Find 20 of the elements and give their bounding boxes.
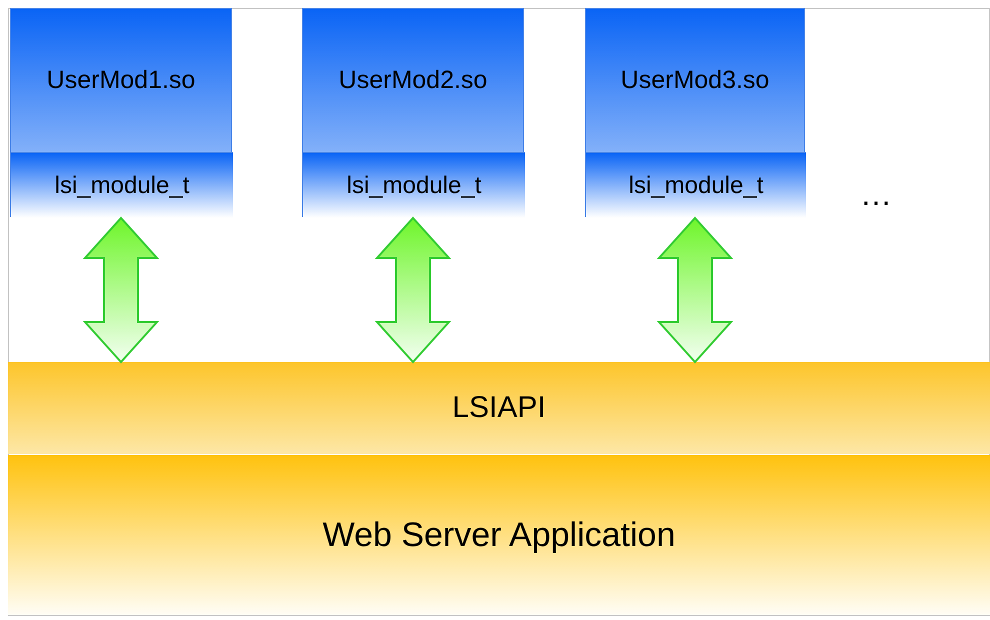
double-arrow (656, 216, 734, 364)
server-layer (8, 455, 990, 615)
struct-name: lsi_module_t (54, 170, 190, 200)
layer-name: Web Server Application (322, 514, 676, 556)
layer-name: LSIAPI (452, 390, 546, 426)
struct-name: lsi_module_t (346, 170, 482, 200)
double-arrow (82, 216, 160, 364)
struct-band (11, 152, 233, 218)
module-box (10, 8, 232, 217)
struct-band (586, 152, 806, 218)
module-box (585, 8, 805, 217)
struct-band (303, 152, 525, 218)
ellipsis-text: … (860, 178, 892, 210)
module-name: UserMod2.so (338, 65, 488, 96)
module-box (302, 8, 524, 217)
double-arrow (374, 216, 452, 364)
module-name: UserMod3.so (620, 65, 770, 96)
api-layer (8, 362, 990, 454)
module-name: UserMod1.so (46, 65, 196, 96)
struct-name: lsi_module_t (628, 170, 764, 200)
